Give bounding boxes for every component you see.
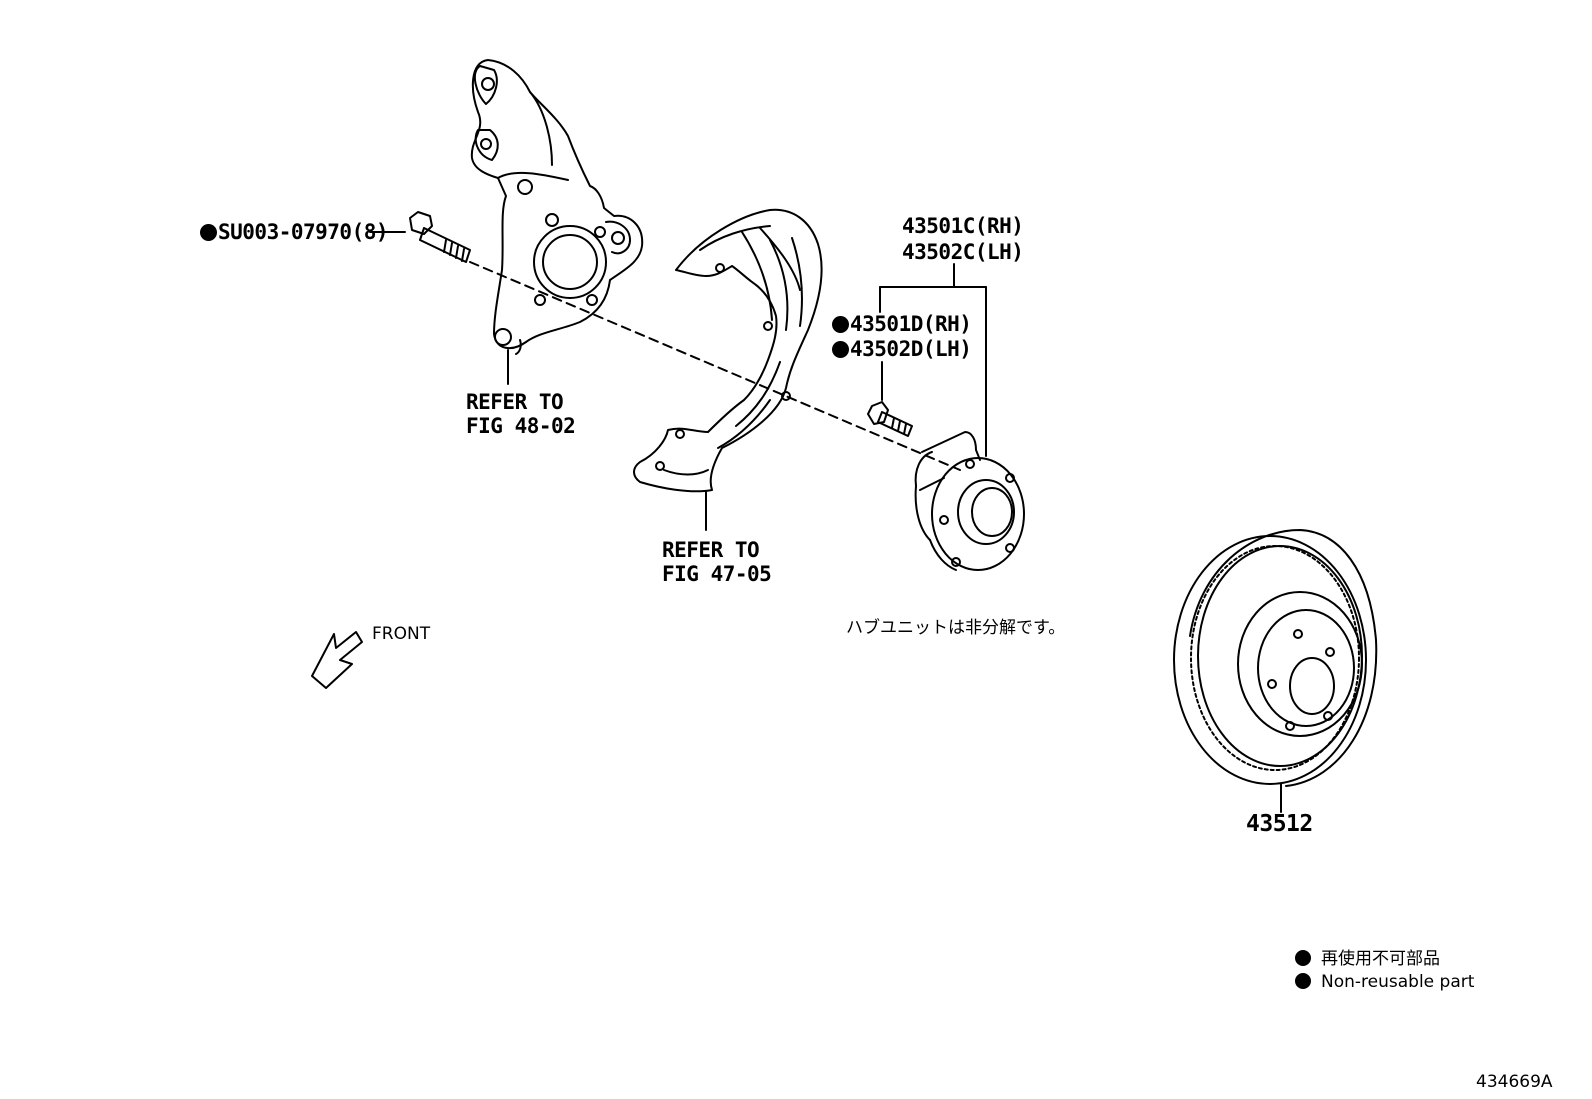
stud-rh-part-number: 43501D(RH) <box>850 312 972 336</box>
knuckle-refer-line1: REFER TO <box>466 390 564 414</box>
non-reusable-dot-icon <box>1295 973 1311 989</box>
bolt-part-label: SU003-07970(8) <box>200 220 389 244</box>
knuckle-refer-line2: FIG 48-02 <box>466 414 576 438</box>
steering-knuckle <box>470 59 644 355</box>
stud-lh-label: 43502D(LH) <box>832 337 972 361</box>
assembly-axis-line <box>469 261 961 471</box>
hub-stud <box>867 361 913 437</box>
shield-refer-line2: FIG 47-05 <box>662 562 772 586</box>
rotor-part-number: 43512 <box>1246 811 1313 837</box>
dust-shield <box>633 208 823 531</box>
legend-en-text: Non-reusable part <box>1321 972 1475 992</box>
front-arrow-icon <box>311 631 363 689</box>
hub-note-jp: ハブユニットは非分解です。 <box>846 618 1066 638</box>
stud-lh-part-number: 43502D(LH) <box>850 337 972 361</box>
non-reusable-dot-icon <box>832 316 849 333</box>
hub-lh-part-number: 43502C(LH) <box>902 240 1024 264</box>
legend-jp-text: 再使用不可部品 <box>1321 949 1440 969</box>
shield-refer-line1: REFER TO <box>662 538 760 562</box>
hub-unit <box>879 263 1025 571</box>
stud-rh-label: 43501D(RH) <box>832 312 972 336</box>
knuckle-bolt <box>369 211 471 263</box>
bolt-part-number: SU003-07970(8) <box>218 220 389 244</box>
legend-row-jp: 再使用不可部品 <box>1295 944 1440 969</box>
brake-rotor <box>1173 529 1378 813</box>
legend-row-en: Non-reusable part <box>1295 972 1474 992</box>
figure-id: 434669A <box>1476 1072 1553 1092</box>
non-reusable-dot-icon <box>832 341 849 358</box>
non-reusable-dot-icon <box>200 224 217 241</box>
front-label: FRONT <box>372 624 431 644</box>
hub-rh-part-number: 43501C(RH) <box>902 214 1024 238</box>
non-reusable-dot-icon <box>1295 950 1311 966</box>
